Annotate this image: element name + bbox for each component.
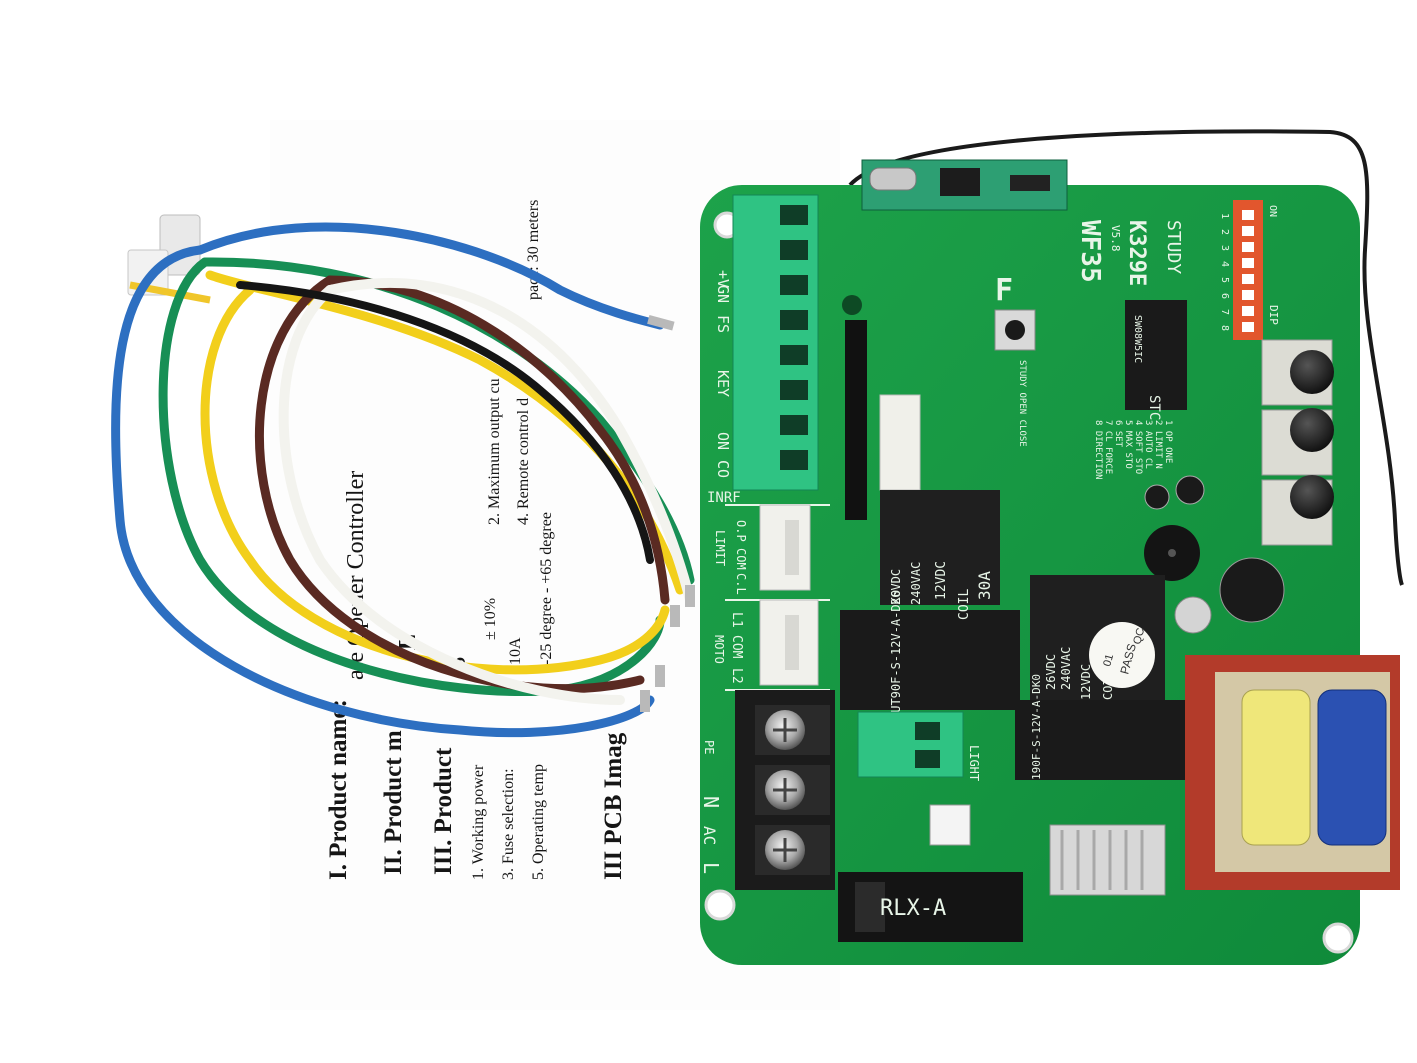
power-label-pe: PE <box>702 740 716 754</box>
dip-fn-4: 4 SOFT STO <box>1133 420 1143 474</box>
terminal-label-on: ON <box>714 432 732 450</box>
relay1-part: BUT90F-S-12V-A-DK0 <box>889 590 903 720</box>
light-label: LIGHT <box>967 745 981 781</box>
qc-pass-sticker: QC PASS 01 <box>1089 622 1155 688</box>
limit-label-op: O.P <box>734 520 748 542</box>
dip-fn-2: 2 LIMIT N <box>1153 420 1163 469</box>
moto-label-com: COM <box>729 635 744 659</box>
board-version: V5.8 <box>1109 225 1122 252</box>
limit-label-title: LIMIT <box>713 530 727 566</box>
limit-label-com: COM <box>734 548 748 570</box>
relay2-vac: 240VAC <box>1059 647 1073 690</box>
dip-num-3: 3 <box>1219 245 1230 251</box>
wire-white-upper <box>325 278 695 605</box>
relay2-coil-v: 12VDC <box>1079 664 1093 700</box>
wire-green <box>158 257 665 696</box>
relay2-vdc: 26VDC <box>1044 654 1058 690</box>
wire-blue-upper <box>195 222 665 330</box>
terminal-label-v: +V <box>714 270 732 288</box>
dip-num-6: 6 <box>1219 293 1230 299</box>
limit-connector: O.P COM C.L LIMIT <box>713 504 811 595</box>
study-label: STUDY <box>1163 220 1184 274</box>
relay1-coil: COIL <box>957 589 972 620</box>
dip-label: DIP <box>1267 305 1280 325</box>
wire-blue <box>111 245 655 738</box>
moto-label-l1: L1 <box>729 612 744 628</box>
dip-fn-1: 1 OP ONE <box>1163 420 1173 463</box>
power-label-ac: AC <box>700 826 719 845</box>
relay-1: BUT90F-S-12V-A-DK0 COIL 12VDC 30A 240VAC… <box>840 490 1020 720</box>
relay1-coil-v: 12VDC <box>934 561 949 600</box>
study-push-button <box>994 309 1036 351</box>
rf-receiver-module <box>861 159 1068 211</box>
optocoupler <box>929 804 971 846</box>
moto-label-l2: L2 <box>729 668 744 684</box>
dip-fn-3: 3 AUTO CL <box>1143 420 1153 469</box>
wire-brown-upper <box>325 275 670 605</box>
dip-fn-8: 8 DIRECTION <box>1093 420 1103 480</box>
power-terminal-block: PE N AC L <box>699 690 835 890</box>
terminal-label-co: CO <box>714 460 732 478</box>
relay2-part: 190F-S-12V-A-DK0 <box>1030 674 1043 780</box>
potentiometers <box>1261 339 1334 546</box>
dip-fn-7: 7 CL FORCE <box>1103 420 1113 474</box>
header-pins <box>842 295 867 520</box>
white-connector-small <box>879 394 921 491</box>
dip-num-7: 7 <box>1219 309 1230 315</box>
terminal-label-key: KEY <box>714 370 732 397</box>
power-label-n: N <box>699 796 723 808</box>
dip-num-2: 2 <box>1219 229 1230 235</box>
qc-line-1: QC <box>1131 627 1147 646</box>
dip-num-4: 4 <box>1219 261 1230 267</box>
wire-black <box>236 281 654 564</box>
mcu-chip: STC SW08W5IC <box>1125 300 1187 420</box>
board-code: WF35 <box>1075 220 1105 283</box>
dip-fn-5: 5 MAX STO <box>1123 420 1133 469</box>
power-transformer <box>1185 655 1400 890</box>
relay1-vdc: 26VDC <box>889 569 903 605</box>
dip-fn-6: 6 SET <box>1113 420 1123 448</box>
dip-num-1: 1 <box>1219 213 1230 219</box>
wire-yellow-lower <box>200 285 670 675</box>
relay1-vac: 240VAC <box>909 562 923 605</box>
terminal-label-gnd: GN <box>714 285 732 303</box>
wire-white <box>278 285 625 705</box>
terminal-label-fs: FS <box>714 315 732 333</box>
power-label-l: L <box>699 862 723 874</box>
infr-label: INRF <box>707 490 741 506</box>
heatsink <box>1049 824 1166 896</box>
moto-connector: L1 COM L2 MOTO <box>712 599 819 686</box>
fuse-label: RLX-A <box>880 896 946 921</box>
fuse-holder: RLX-A <box>838 872 1023 942</box>
limit-label-cl: C.L <box>734 573 748 595</box>
dip-function-list: 1 OP ONE 2 LIMIT N 3 AUTO CL 4 SOFT STO … <box>1093 420 1173 480</box>
moto-label-title: MOTO <box>712 635 726 664</box>
board-model-labels: K329E V5.8 WF35 F STUDY STUDY OPEN CLOSE <box>995 220 1184 447</box>
wire-harness <box>111 222 695 738</box>
qc-line-3: 01 <box>1101 653 1116 668</box>
dip-num-8: 8 <box>1219 325 1230 331</box>
light-terminal: LIGHT <box>857 711 981 781</box>
dip-num-5: 5 <box>1219 277 1230 283</box>
relay1-amps: 30A <box>975 571 994 600</box>
board-mark-f: F <box>995 273 1013 308</box>
mcu-part: SW08W5IC <box>1132 315 1143 363</box>
board-model: K329E <box>1124 220 1149 286</box>
capacitors-and-buzzer <box>1144 475 1285 634</box>
antenna-wire <box>848 129 1404 586</box>
dip-switch: ON DIP 1 2 3 4 5 6 7 8 <box>1219 200 1280 340</box>
under-button-label: STUDY OPEN CLOSE <box>1017 360 1027 447</box>
left-terminal-labels: +V GN FS KEY ON CO INRF <box>707 270 741 506</box>
mcu-brand: STC <box>1146 395 1162 420</box>
green-terminal-block <box>732 194 819 491</box>
dip-on-label: ON <box>1267 205 1278 217</box>
